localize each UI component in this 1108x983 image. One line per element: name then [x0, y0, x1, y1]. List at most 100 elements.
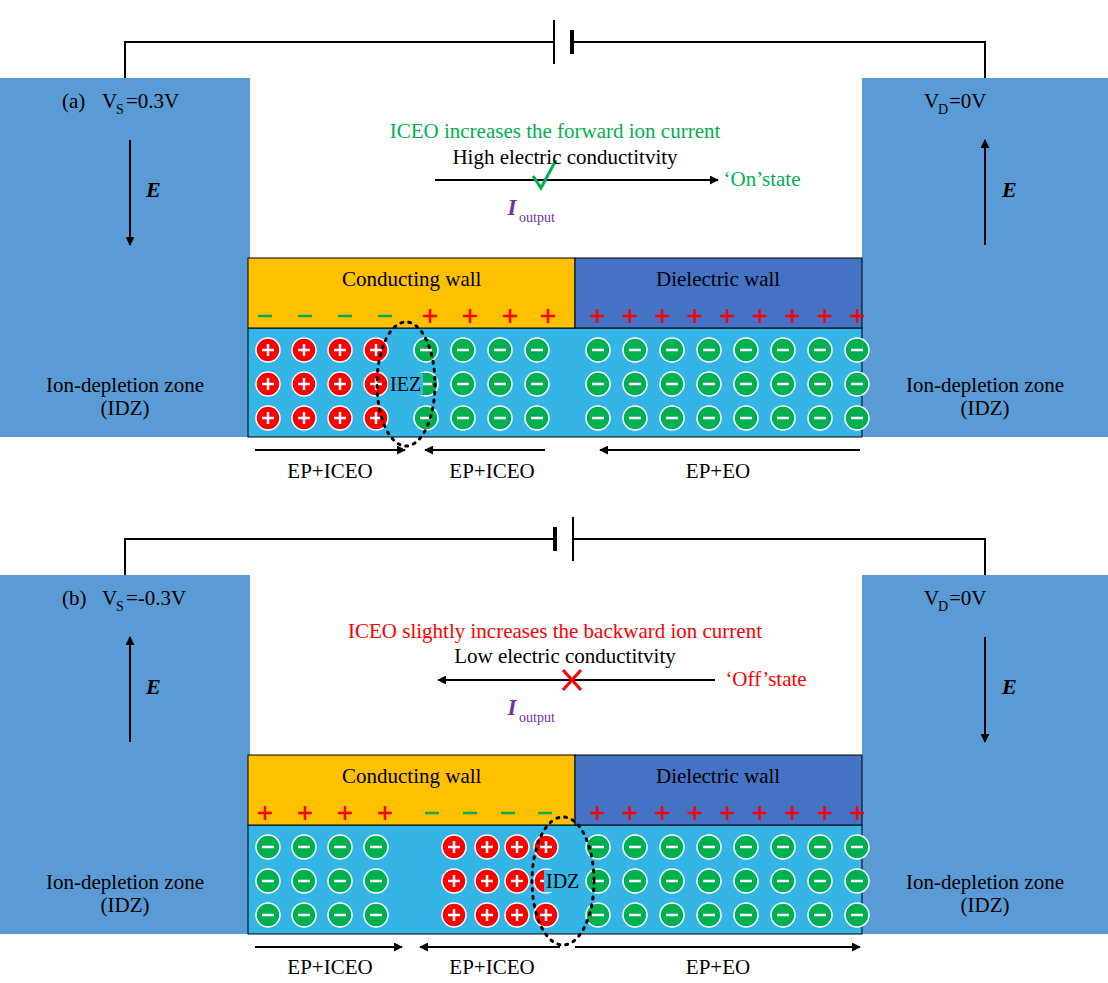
cation — [328, 338, 352, 362]
wall-charge — [538, 812, 552, 815]
zone-ellipse: IDZ — [530, 815, 596, 947]
cation — [292, 406, 316, 430]
wall-box: Dielectric wall — [575, 258, 862, 328]
cation — [256, 372, 280, 396]
anion — [734, 903, 758, 927]
node-text: E — [1002, 675, 1017, 699]
wall-charge — [298, 315, 312, 318]
wall-charge — [823, 806, 826, 820]
wall-charge — [628, 309, 631, 323]
conducting-wall — [248, 755, 575, 825]
wall-charge — [856, 309, 859, 323]
annotation-label: EP+ICEO — [449, 460, 534, 483]
anion — [808, 338, 832, 362]
cation — [475, 869, 499, 893]
battery-plate — [572, 517, 574, 561]
anion — [623, 903, 647, 927]
wall-box: Dielectric wall — [575, 755, 862, 825]
anion — [771, 903, 795, 927]
ion-sign — [375, 344, 378, 356]
anion — [364, 903, 388, 927]
ion-sign — [267, 344, 270, 356]
annotation-label: EP+ICEO — [287, 460, 372, 483]
cation — [256, 338, 280, 362]
annotation-label: ‘On’state — [724, 168, 801, 191]
reservoir-box: (b)VS=-0.3VEIon-depletion zone (IDZ) — [0, 575, 250, 934]
wall-charge — [693, 309, 696, 323]
wall-charge — [823, 309, 826, 323]
annotation-label: High electric conductitvity — [452, 146, 677, 169]
anion — [292, 835, 316, 859]
reservoir — [862, 78, 1108, 437]
reservoir-box: VD=0VEIon-depletion zone (IDZ) — [862, 78, 1108, 437]
annotation-label: I — [508, 695, 517, 720]
annotation-label: EP+ICEO — [449, 956, 534, 979]
ion-sign — [370, 846, 382, 849]
anion — [328, 903, 352, 927]
ion-sign — [629, 880, 641, 883]
cation — [505, 903, 529, 927]
ion-sign — [545, 909, 548, 921]
ion-sign — [740, 349, 752, 352]
ion-sign — [545, 841, 548, 853]
wall-charge — [509, 309, 512, 323]
anion — [808, 903, 832, 927]
ion-sign — [457, 417, 469, 420]
node-text: IEZ — [388, 373, 423, 395]
anion — [697, 835, 721, 859]
ion-sign — [370, 880, 382, 883]
anion — [451, 338, 475, 362]
ion-sign — [814, 880, 826, 883]
ion-sign — [303, 378, 306, 390]
node-text: Ion-depletion zone (IDZ) — [895, 374, 1075, 420]
ion-sign — [629, 914, 641, 917]
annotation-label: output — [519, 710, 555, 725]
ion-sign — [267, 378, 270, 390]
annotation-label: Low electric conductitvity — [454, 645, 676, 668]
ion-sign — [703, 417, 715, 420]
field-arrow — [984, 140, 986, 245]
ion-sign — [740, 417, 752, 420]
anion — [660, 372, 684, 396]
ion-sign — [814, 417, 826, 420]
anion — [697, 869, 721, 893]
cation — [442, 903, 466, 927]
ion-sign — [629, 349, 641, 352]
anion — [623, 406, 647, 430]
ion-sign — [262, 846, 274, 849]
flow-arrow — [425, 449, 545, 451]
cation — [292, 372, 316, 396]
wall-charge — [469, 309, 472, 323]
anion — [771, 406, 795, 430]
anion — [525, 338, 549, 362]
wall-charge — [726, 309, 729, 323]
cation — [364, 372, 388, 396]
anion — [808, 869, 832, 893]
reservoir-box: VD=0VEIon-depletion zone (IDZ) — [862, 575, 1108, 934]
ion-sign — [453, 841, 456, 853]
wall-charge — [501, 812, 515, 815]
anion — [414, 406, 438, 430]
ion-sign — [851, 880, 863, 883]
anion — [660, 338, 684, 362]
cation — [475, 903, 499, 927]
anion — [488, 338, 512, 362]
wall-charge — [596, 806, 599, 820]
ion-sign — [592, 417, 604, 420]
ion-sign — [592, 914, 604, 917]
annotation-label: ICEO increases the forward ion current — [390, 120, 721, 143]
node-text: V — [102, 587, 117, 610]
wall-charge — [693, 806, 696, 820]
wall-box: Conducting wall — [248, 755, 575, 825]
anion — [845, 903, 869, 927]
ion-sign — [777, 914, 789, 917]
current-arrow — [435, 179, 718, 181]
ion-sign — [740, 914, 752, 917]
anion — [364, 835, 388, 859]
cation — [505, 835, 529, 859]
node-text: Ion-depletion zone (IDZ) — [35, 871, 215, 917]
wall-charge — [628, 806, 631, 820]
channel — [248, 825, 862, 934]
wall-charge — [463, 812, 477, 815]
node-text: IDZ — [544, 870, 581, 892]
